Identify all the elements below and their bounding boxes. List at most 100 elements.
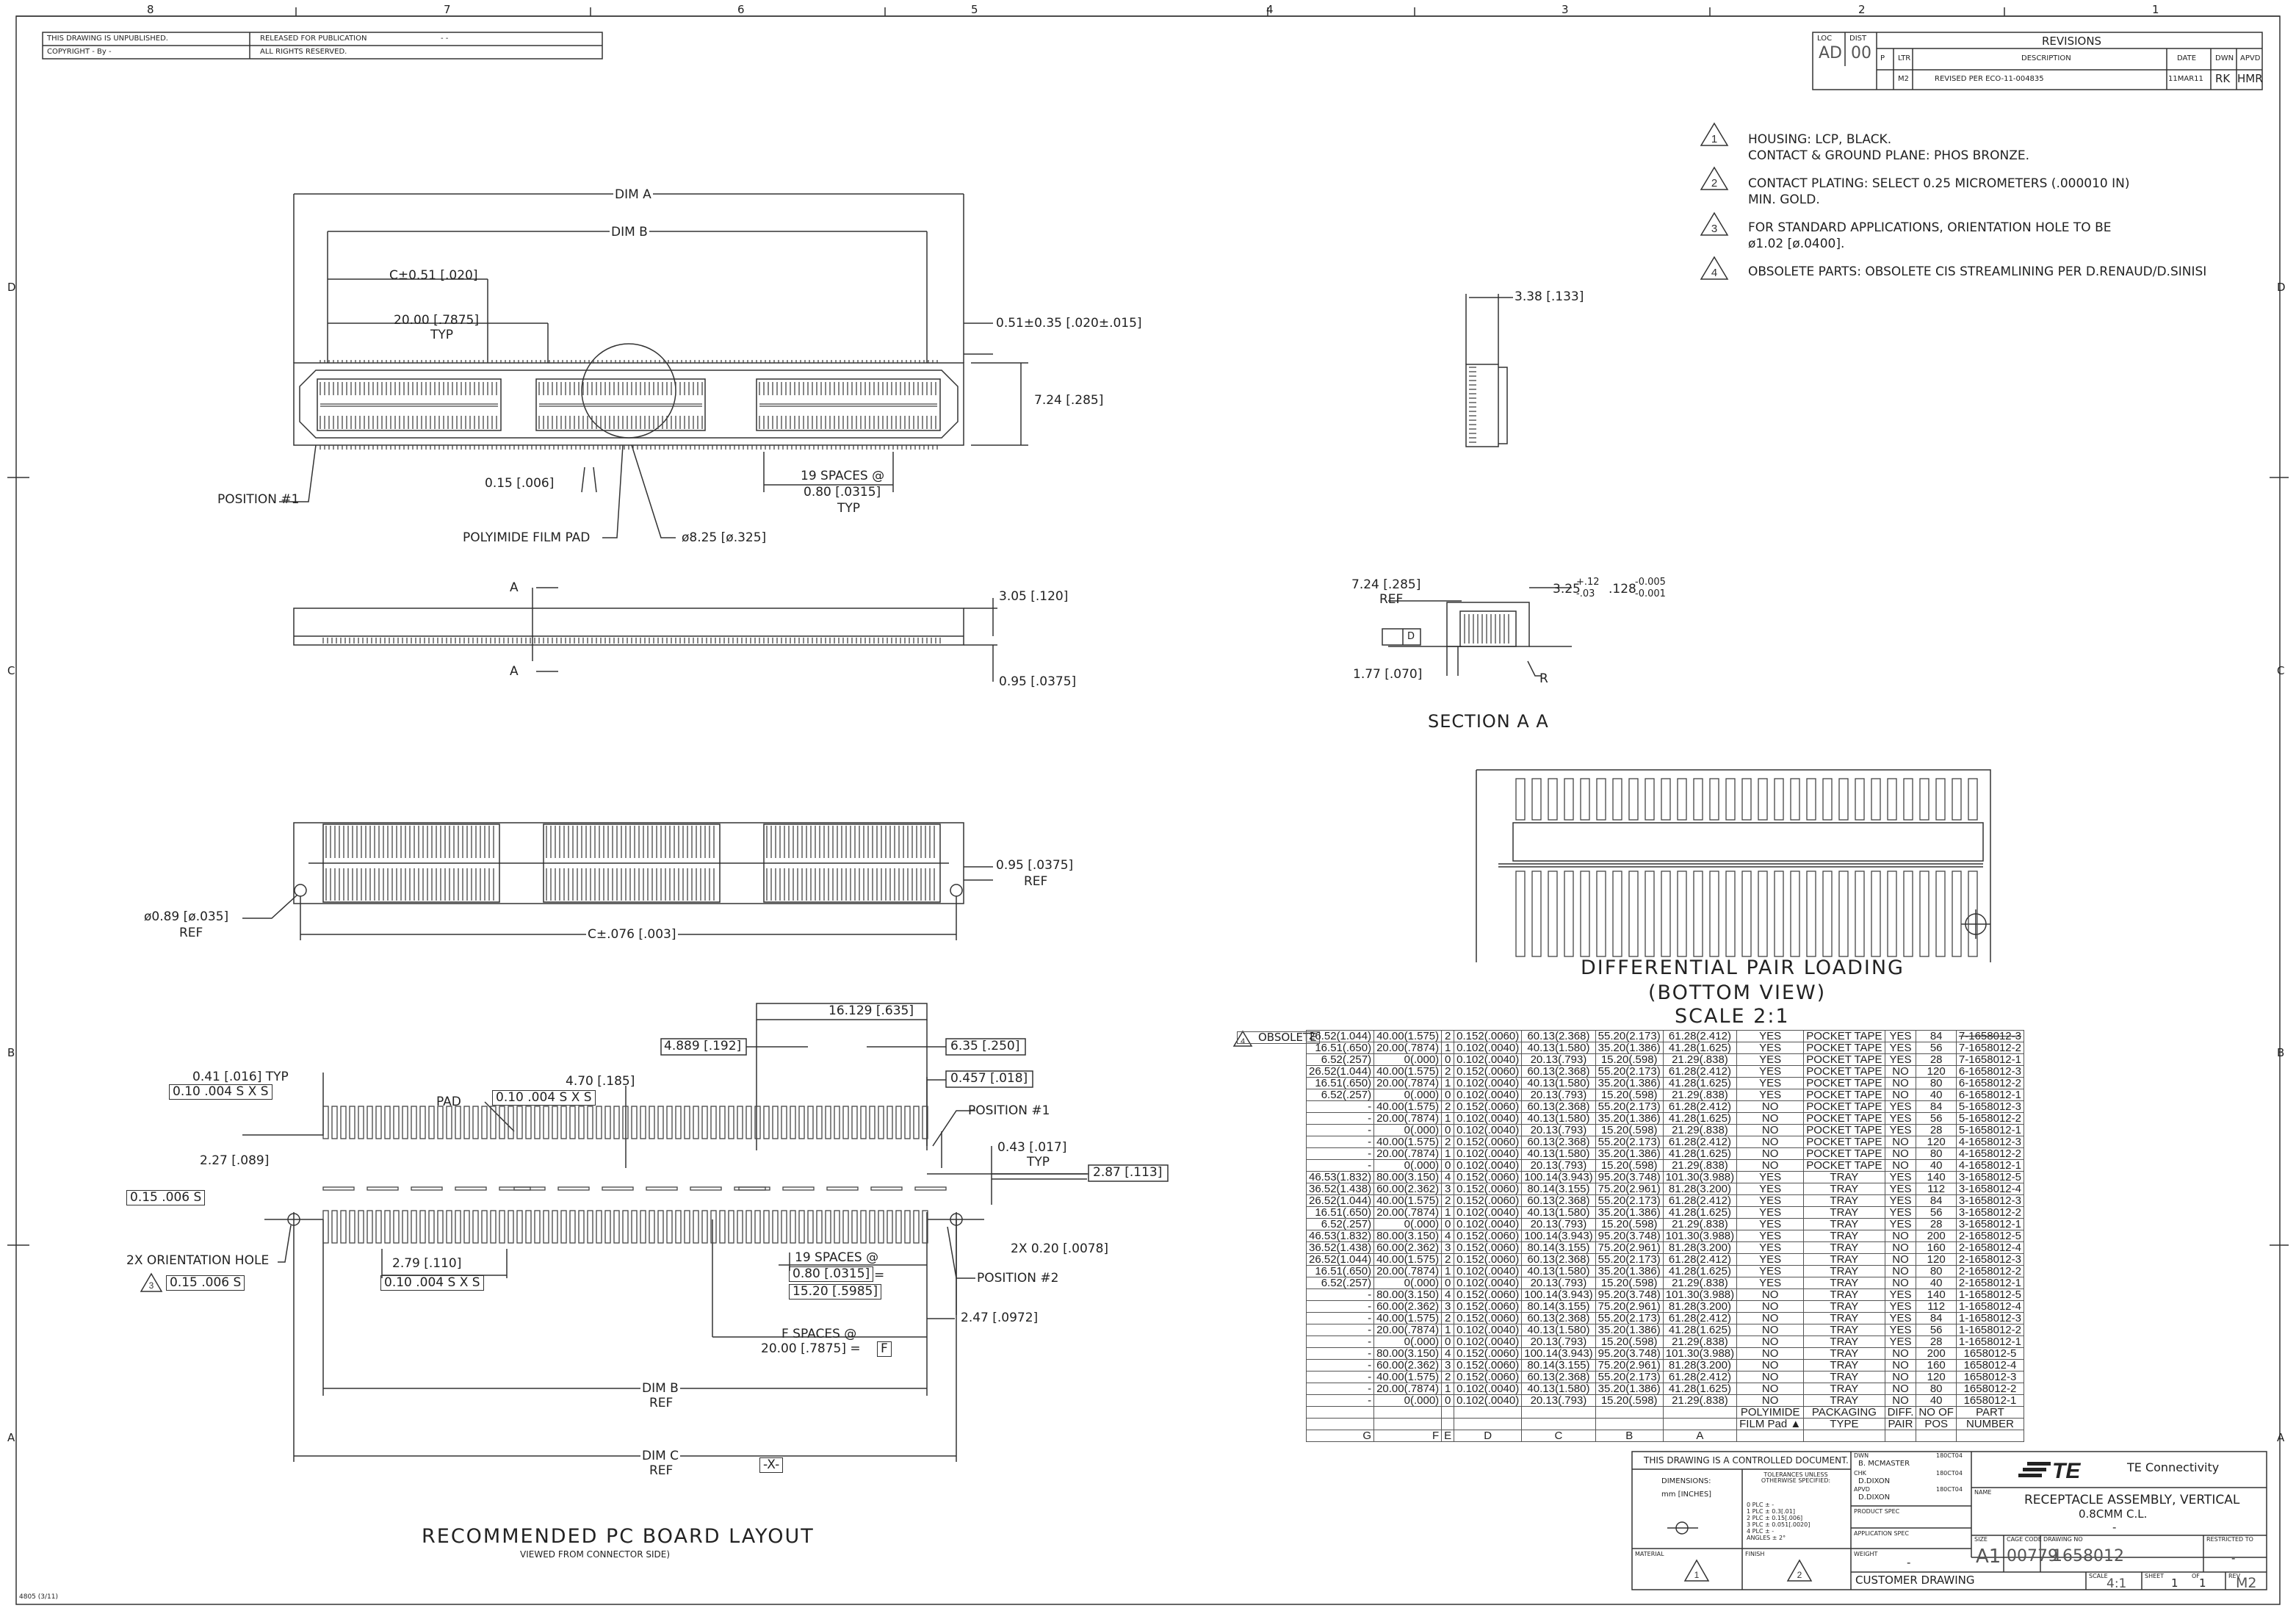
cell: - (1305, 1112, 1375, 1125)
cell: 60.00(2.362) (1373, 1241, 1443, 1254)
section-inch-up: -0.005 (1635, 577, 1666, 588)
cell: 100.14(3.943) (1521, 1288, 1596, 1301)
cell: 40 (1916, 1394, 1957, 1407)
cell: 0.102(.0040) (1454, 1077, 1523, 1089)
cell: YES (1884, 1300, 1917, 1313)
pcb-227: 2.27 [.089] (200, 1153, 270, 1168)
cell (1595, 1406, 1664, 1419)
cell: 40.13(1.580) (1521, 1112, 1596, 1125)
cell: 1 (1441, 1324, 1455, 1336)
cell: 3-1658012-2 (1955, 1206, 2024, 1219)
title-block-frame (1631, 1451, 2267, 1590)
cell: 40.13(1.580) (1521, 1042, 1596, 1054)
spaces-label: 19 SPACES @ (801, 469, 885, 483)
cell: 60.13(2.368) (1521, 1312, 1596, 1324)
section-radius: R (1539, 671, 1548, 686)
cell: YES (1884, 1100, 1917, 1113)
cell: 15.20(.598) (1595, 1336, 1664, 1348)
cell: - (1305, 1300, 1375, 1313)
section-tol-down: -.03 (1576, 588, 1595, 599)
cell: 1-1658012-5 (1955, 1288, 2024, 1301)
cell: NUMBER (1955, 1418, 2024, 1430)
cell: 84 (1916, 1312, 1957, 1324)
zone-row-D-l: D (7, 281, 16, 294)
cell: 41.28(1.625) (1662, 1112, 1738, 1125)
cell: 3 (1441, 1300, 1455, 1313)
cell: 0.152(.0060) (1454, 1194, 1523, 1207)
cell: 61.28(2.412) (1662, 1136, 1738, 1148)
cell: 55.20(2.173) (1595, 1312, 1664, 1324)
cell: 40.00(1.575) (1373, 1100, 1443, 1113)
cell: 60.00(2.362) (1373, 1300, 1443, 1313)
cell: 55.20(2.173) (1595, 1030, 1664, 1042)
release-notice: RELEASED FOR PUBLICATION (260, 35, 367, 43)
cell: 35.20(1.386) (1595, 1324, 1664, 1336)
tol-0: 0 PLC ± - (1747, 1502, 1775, 1508)
sheet-value: 1 (2171, 1576, 2178, 1590)
pcb-2x: 2X 0.20 [.0078] (1011, 1241, 1109, 1256)
cell: 35.20(1.386) (1595, 1042, 1664, 1054)
cell: TRAY (1803, 1300, 1885, 1313)
cell: - (1305, 1336, 1375, 1348)
cell: YES (1884, 1194, 1917, 1207)
cell: - (1305, 1136, 1375, 1148)
tolerance-list: 0 PLC ± - 1 PLC ± 0.3[.01] 2 PLC ± 0.15[… (1747, 1502, 1810, 1541)
cell: YES (1884, 1288, 1917, 1301)
cell: NO (1736, 1288, 1805, 1301)
cell: 80.14(3.155) (1521, 1359, 1596, 1372)
cell: 0 (1441, 1336, 1455, 1348)
cell: 35.20(1.386) (1595, 1147, 1664, 1160)
cell: 46.53(1.832) (1305, 1230, 1375, 1242)
cell: 20.00(.7874) (1373, 1147, 1443, 1160)
cell: 6-1658012-2 (1955, 1077, 2024, 1089)
cell: 35.20(1.386) (1595, 1112, 1664, 1125)
cell: NO (1884, 1136, 1917, 1148)
cell: 1 (1441, 1112, 1455, 1125)
cell: 0 (1441, 1159, 1455, 1172)
cell: 21.29(.838) (1662, 1053, 1738, 1066)
pitch-label: 20.00 [.7875] (394, 313, 480, 328)
cell: 20.13(.793) (1521, 1124, 1596, 1136)
cell: POCKET TAPE (1803, 1124, 1885, 1136)
cell: 3 (1441, 1241, 1455, 1254)
cell: 21.29(.838) (1662, 1159, 1738, 1172)
film-pad-label: POLYIMIDE FILM PAD (463, 530, 591, 545)
cell: 120 (1916, 1065, 1957, 1078)
cell: 84 (1916, 1030, 1957, 1042)
cell: 2 (1441, 1194, 1455, 1207)
cell: 0 (1441, 1124, 1455, 1136)
cell: TRAY (1803, 1230, 1885, 1242)
cell: YES (1736, 1230, 1805, 1242)
contact-pins (320, 360, 1978, 1244)
cell: 140 (1916, 1171, 1957, 1183)
cell: 41.28(1.625) (1662, 1383, 1738, 1395)
cell: TRAY (1803, 1383, 1885, 1395)
cell: 40.00(1.575) (1373, 1253, 1443, 1266)
cell: 120 (1916, 1136, 1957, 1148)
cell: 61.28(2.412) (1662, 1312, 1738, 1324)
cell: G (1305, 1430, 1375, 1442)
cell: 28 (1916, 1124, 1957, 1136)
cell: TRAY (1803, 1171, 1885, 1183)
cell: YES (1884, 1336, 1917, 1348)
cell: 20.00(.7874) (1373, 1077, 1443, 1089)
cell: 75.20(2.961) (1595, 1300, 1664, 1313)
cell: 20.00(.7874) (1373, 1265, 1443, 1277)
cell: 61.28(2.412) (1662, 1100, 1738, 1113)
cell: 40 (1916, 1089, 1957, 1101)
note-1-line-1: HOUSING: LCP, BLACK. (1748, 132, 1892, 147)
zone-row-D-r: D (2277, 281, 2286, 294)
cell: 0.152(.0060) (1454, 1030, 1523, 1042)
cell: TRAY (1803, 1394, 1885, 1407)
cell: 0.152(.0060) (1454, 1136, 1523, 1148)
cell: 15.20(.598) (1595, 1089, 1664, 1101)
cell: 20.00(.7874) (1373, 1206, 1443, 1219)
